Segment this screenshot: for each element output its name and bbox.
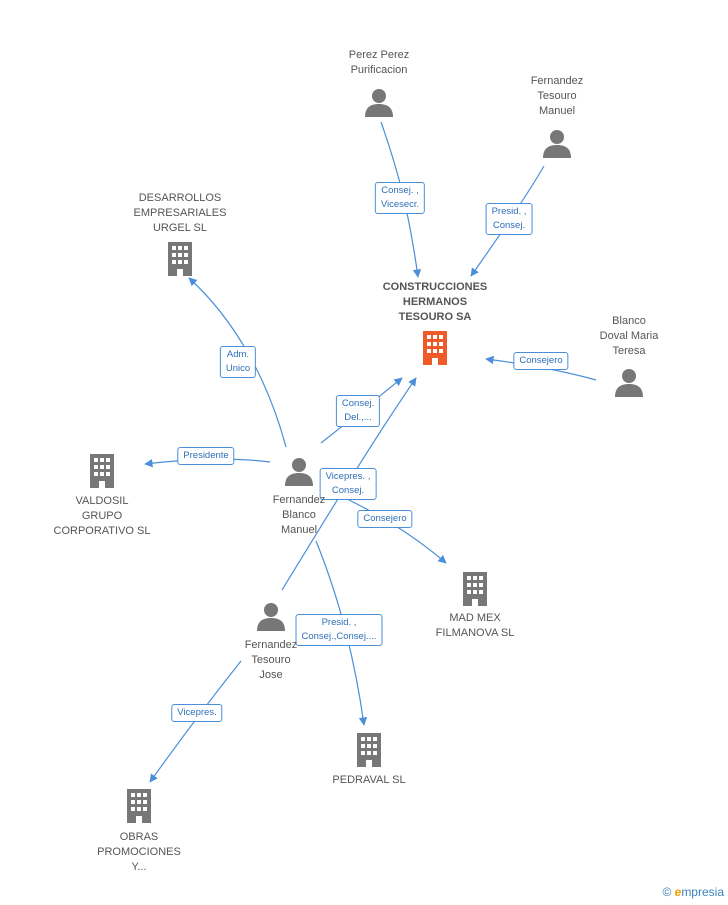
node-label-blanco_doval[interactable]: Blanco Doval Maria Teresa [599, 315, 659, 357]
node-label-fernandez_blanco[interactable]: Fernandez Blanco Manuel [272, 494, 326, 536]
building-icon-valdosil[interactable] [90, 454, 114, 488]
edge-label-fernandez_jose-to-obras[interactable]: Vicepres. [171, 704, 223, 722]
edge-label-fernandez_blanco-to-madmex[interactable]: Consejero [357, 510, 413, 528]
building-icon-obras[interactable] [127, 789, 151, 823]
edge-label-fernandez_manuel-to-construcciones[interactable]: Presid. , Consej. [485, 203, 533, 235]
building-icon-construcciones[interactable] [423, 331, 447, 365]
brand-name: mpresia [681, 885, 724, 899]
node-label-desarrollos[interactable]: DESARROLLOS EMPRESARIALES URGEL SL [133, 192, 227, 234]
person-icon-fernandez_jose[interactable] [257, 603, 285, 631]
edge-label-fernandez_blanco-to-pedraval[interactable]: Presid. , Consej.,Consej.... [295, 614, 383, 646]
node-label-madmex[interactable]: MAD MEX FILMANOVA SL [435, 612, 515, 639]
building-icon-pedraval[interactable] [357, 733, 381, 767]
edge-label-perez-to-construcciones[interactable]: Consej. , Vicesecr. [374, 182, 426, 214]
node-label-construcciones[interactable]: CONSTRUCCIONES HERMANOS TESOURO SA [382, 281, 488, 323]
node-label-pedraval[interactable]: PEDRAVAL SL [332, 774, 406, 786]
person-icon-blanco_doval[interactable] [615, 369, 643, 397]
person-icon-perez[interactable] [365, 89, 393, 117]
brand-initial: e [674, 885, 682, 899]
edge-label-fernandez_jose-to-construcciones[interactable]: Vicepres. , Consej. [319, 468, 377, 500]
person-icon-fernandez_blanco[interactable] [285, 458, 313, 486]
edge-label-fernandez_blanco-to-desarrollos[interactable]: Adm. Unico [219, 346, 257, 378]
copyright-symbol: © [662, 885, 672, 899]
node-label-valdosil[interactable]: VALDOSIL GRUPO CORPORATIVO SL [53, 495, 151, 537]
watermark: © empresia [662, 885, 724, 899]
person-icon-fernandez_manuel[interactable] [543, 130, 571, 158]
node-label-fernandez_jose[interactable]: Fernandez Tesouro Jose [244, 639, 298, 681]
node-label-fernandez_manuel[interactable]: Fernandez Tesouro Manuel [530, 75, 584, 117]
building-icon-desarrollos[interactable] [168, 242, 192, 276]
node-label-perez[interactable]: Perez Perez Purificacion [348, 49, 410, 76]
edge-label-fernandez_blanco-to-construcciones[interactable]: Consej. Del.,... [335, 395, 381, 427]
edge-label-fernandez_blanco-to-valdosil[interactable]: Presidente [177, 447, 235, 465]
building-icon-madmex[interactable] [463, 572, 487, 606]
edge-label-blanco_doval-to-construcciones[interactable]: Consejero [513, 352, 569, 370]
node-label-obras[interactable]: OBRAS PROMOCIONES Y... [97, 831, 181, 873]
